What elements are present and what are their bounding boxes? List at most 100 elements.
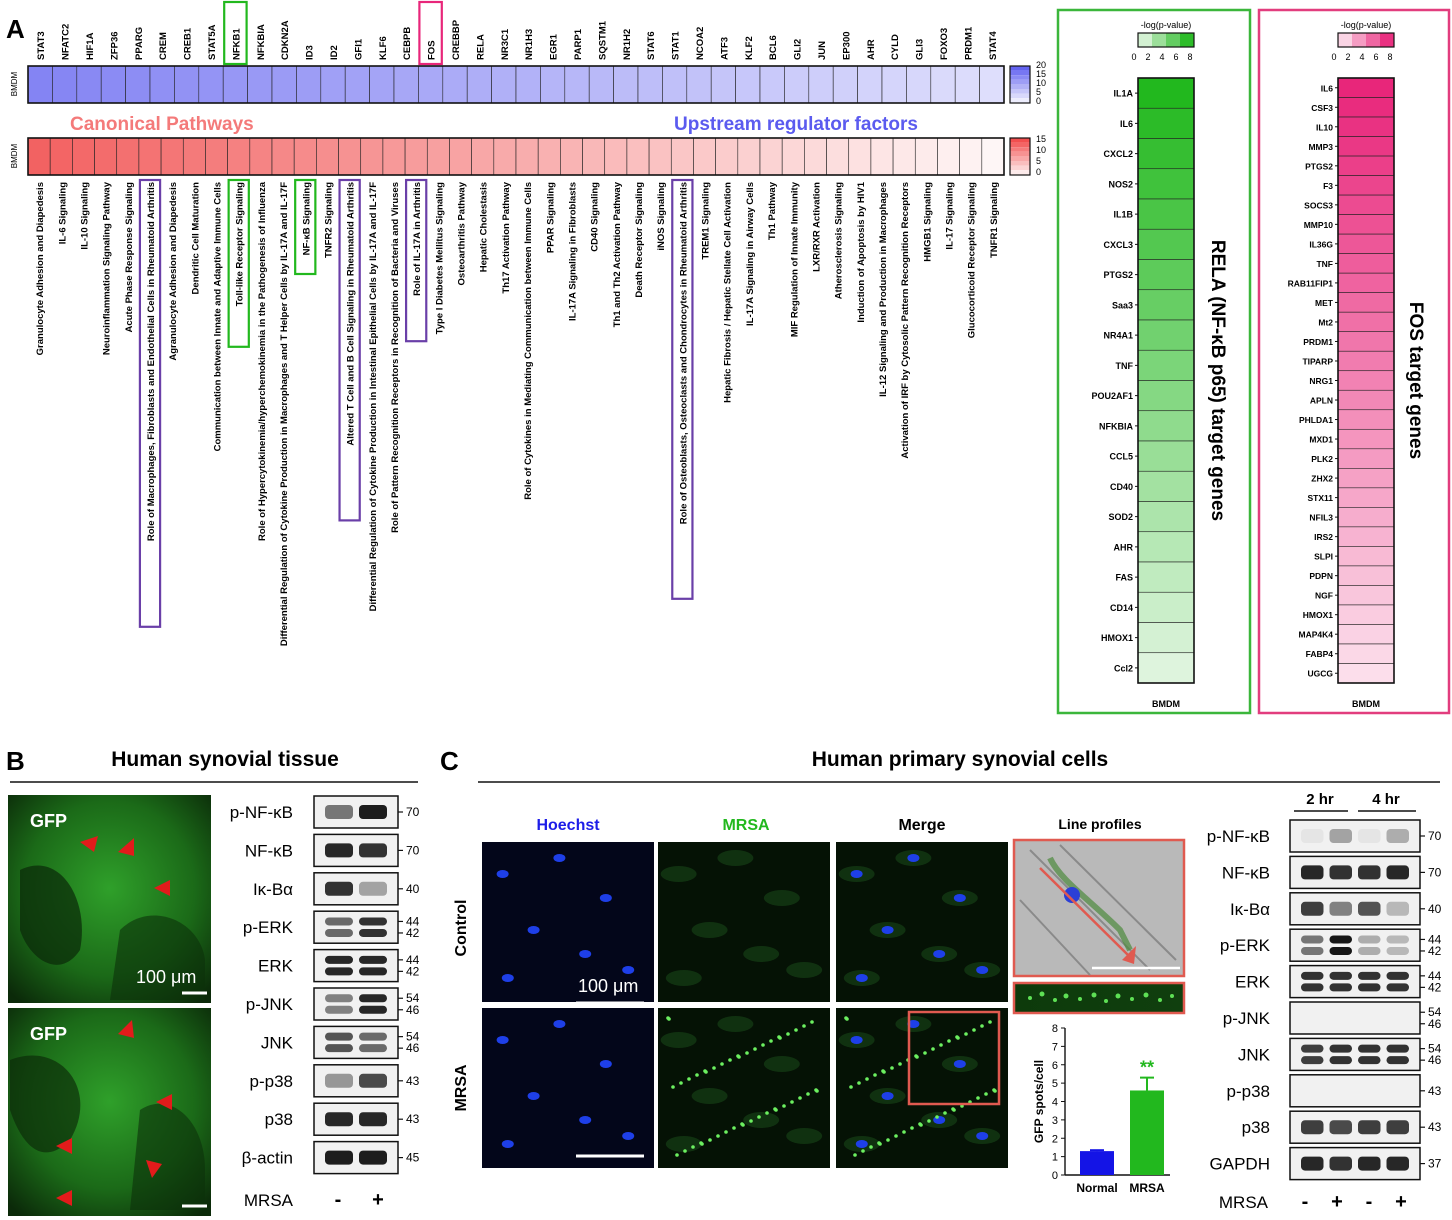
- kda-label: 46: [406, 1041, 420, 1055]
- scale-tick: 0: [1036, 96, 1041, 106]
- column-hoechst: Hoechst: [536, 817, 600, 834]
- gene-cell: [1337, 507, 1395, 528]
- heatmap-cell: [404, 137, 428, 176]
- blot-strip: [313, 987, 399, 1021]
- gene-cell: [1337, 487, 1395, 508]
- regulator-label: NFATC2: [61, 24, 72, 60]
- blot-band: [1358, 971, 1381, 980]
- heatmap-cell: [892, 137, 916, 176]
- regulator-label: NR1H2: [622, 29, 633, 60]
- heatmap-cell: [52, 65, 78, 104]
- kda-label: 54: [406, 1030, 420, 1044]
- regulator-label: CREB1: [183, 27, 194, 60]
- blot-band: [1386, 829, 1409, 843]
- pathway-label: Role of Hypercytokinemia/hyperchemokinem…: [257, 181, 268, 541]
- blot-band: [359, 1150, 387, 1165]
- blot-band: [1358, 935, 1381, 944]
- blot-label: Iκ-Bα: [253, 880, 293, 899]
- blot-band: [1386, 1056, 1409, 1065]
- gene-cell: [1337, 389, 1395, 411]
- pathway-heatmap: [27, 137, 1005, 176]
- blot-label: p-ERK: [1220, 936, 1271, 955]
- regulator-label: PARP1: [573, 28, 584, 60]
- blot-band: [1329, 983, 1352, 992]
- blot-label: β-actin: [242, 1149, 293, 1168]
- gene-cell: [1337, 526, 1395, 547]
- kda-label: 43: [406, 1112, 420, 1126]
- pathway-label: Th17 Activation Pathway: [501, 181, 512, 293]
- gene-cell: [1137, 107, 1195, 139]
- gene-cell: [1337, 214, 1395, 235]
- kda-label: 44: [1428, 969, 1442, 983]
- blot-band: [1329, 1044, 1352, 1053]
- heatmap-cell: [914, 137, 938, 176]
- pathway-label: NF-κB Signaling: [301, 182, 312, 256]
- blot-band: [1386, 971, 1409, 980]
- column-label: BMDM: [1152, 699, 1180, 709]
- row-mrsa: MRSA: [453, 1064, 470, 1112]
- blot-label: p-p38: [1227, 1082, 1270, 1101]
- blot-band: [325, 805, 353, 819]
- heatmap-cell: [832, 65, 858, 104]
- scale-tick: 15: [1036, 69, 1046, 79]
- heatmap-cell: [937, 137, 960, 176]
- kda-label: 44: [1428, 932, 1442, 946]
- blot-band: [1386, 935, 1409, 944]
- blot-band: [325, 994, 353, 1003]
- column-line-profiles: Line profiles: [1058, 816, 1141, 832]
- gfp-image-bottom: GFP: [8, 1008, 211, 1216]
- gene-cell: [1337, 370, 1395, 391]
- gene-label: POU2AF1: [1091, 391, 1133, 401]
- gene-label: NGF: [1315, 591, 1333, 601]
- regulator-label: NFKB1: [231, 28, 242, 60]
- blot-label: JNK: [261, 1033, 294, 1052]
- pathway-label: Type I Diabetes Mellitus Signaling: [434, 182, 445, 335]
- heatmap-cell: [471, 137, 495, 176]
- blot-band: [1358, 1056, 1381, 1065]
- gene-label: ZHX2: [1311, 474, 1333, 484]
- blot-band: [1301, 1156, 1324, 1171]
- blot-band: [1329, 1120, 1352, 1135]
- panel-label-a: A: [6, 14, 25, 44]
- gene-label: MET: [1315, 298, 1334, 308]
- gene-cell: [1337, 565, 1395, 586]
- legend-title: -log(p-value): [1141, 20, 1192, 30]
- kda-label: 37: [1428, 1157, 1442, 1171]
- arrow-icon: [80, 836, 170, 896]
- pathway-label: Acute Phase Response Signaling: [124, 182, 135, 333]
- treatment-label: MRSA: [1219, 1193, 1269, 1212]
- gene-label: CCL5: [1109, 452, 1133, 462]
- heatmap-cell: [670, 137, 694, 176]
- pathway-label: Granulocyte Adhesion and Diapedesis: [35, 182, 46, 355]
- heatmap-cell: [149, 65, 175, 104]
- blot-band: [325, 1073, 353, 1088]
- kda-label: 70: [1428, 829, 1442, 843]
- bar: [1080, 1151, 1114, 1175]
- pathway-label: Death Receptor Signaling: [634, 182, 645, 298]
- blot-band: [1329, 829, 1352, 843]
- gene-cell: [1337, 155, 1395, 176]
- heatmap-cell: [198, 65, 224, 104]
- heatmap-cell: [174, 65, 200, 104]
- treatment-mark: -: [1366, 1191, 1373, 1213]
- gene-label: MMP3: [1308, 142, 1333, 152]
- upstream-row-label: BMDM: [10, 71, 19, 96]
- gene-label: NOS2: [1108, 179, 1133, 189]
- blot-strip: [1289, 928, 1421, 962]
- gene-label: STX11: [1307, 493, 1333, 503]
- blot-band: [1358, 983, 1381, 992]
- regulator-label: GFI1: [353, 38, 364, 60]
- pathway-label: Activation of IRF by Cytosolic Pattern R…: [900, 182, 911, 459]
- kda-label: 46: [1428, 1053, 1442, 1067]
- heatmap-cell: [637, 65, 663, 104]
- blot-strip: [1289, 1037, 1421, 1072]
- blot-label: Iκ-Bα: [1230, 900, 1270, 919]
- gene-label: SOD2: [1108, 512, 1133, 522]
- blot-band: [1386, 1156, 1409, 1171]
- y-tick-label: 8: [1052, 1023, 1058, 1035]
- heatmap-cell: [271, 137, 295, 176]
